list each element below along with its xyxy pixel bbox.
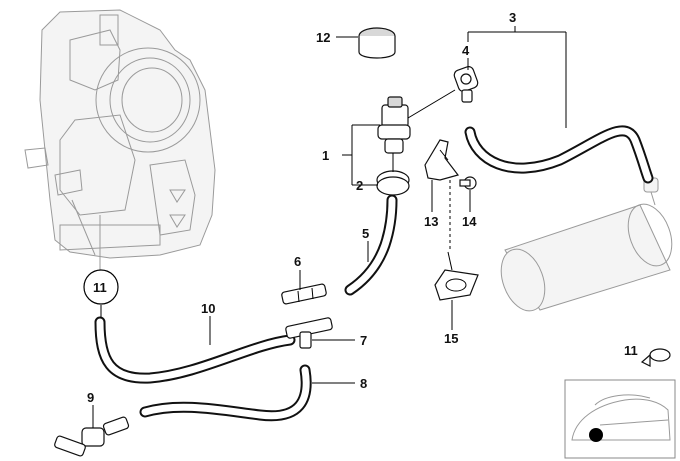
location-marker: [589, 428, 603, 442]
callout-11-circle: 11: [93, 280, 107, 295]
valve-1: [377, 89, 456, 154]
hose-10: [94, 316, 296, 384]
connector-6: [281, 283, 327, 305]
cap-12: [358, 27, 396, 59]
callout-10: 10: [201, 301, 215, 316]
hose-5: [344, 194, 398, 296]
clip-15: [434, 180, 479, 301]
callout-3: 3: [509, 10, 516, 25]
throttle-body-ghost: [24, 9, 216, 270]
callout-2: 2: [356, 178, 363, 193]
callout-11-circle-ring: [83, 269, 119, 305]
inset-box: [564, 348, 676, 459]
callout-7: 7: [360, 333, 367, 348]
bracket-13: [424, 139, 460, 181]
callout-14: 14: [462, 214, 477, 229]
valve-9: [54, 405, 130, 457]
callout-8: 8: [360, 376, 367, 391]
callout-11-inset: 11: [624, 343, 638, 358]
callout-9: 9: [87, 390, 94, 405]
fitting-4: [453, 66, 479, 103]
callout-13: 13: [424, 214, 438, 229]
callout-1: 1: [322, 148, 329, 163]
bolt-14: [459, 176, 477, 190]
clamp-2: [376, 153, 410, 196]
callout-4: 4: [462, 43, 470, 58]
leader-lines: [100, 26, 567, 384]
hose-8: [139, 364, 312, 422]
inset-clamp-icon: [640, 348, 671, 367]
callout-15: 15: [444, 331, 458, 346]
hose-3: [464, 125, 654, 184]
callout-5: 5: [362, 226, 369, 241]
canister-ghost: [500, 177, 673, 312]
callout-12: 12: [316, 30, 330, 45]
callout-6: 6: [294, 254, 301, 269]
t-piece-7: [285, 317, 333, 349]
